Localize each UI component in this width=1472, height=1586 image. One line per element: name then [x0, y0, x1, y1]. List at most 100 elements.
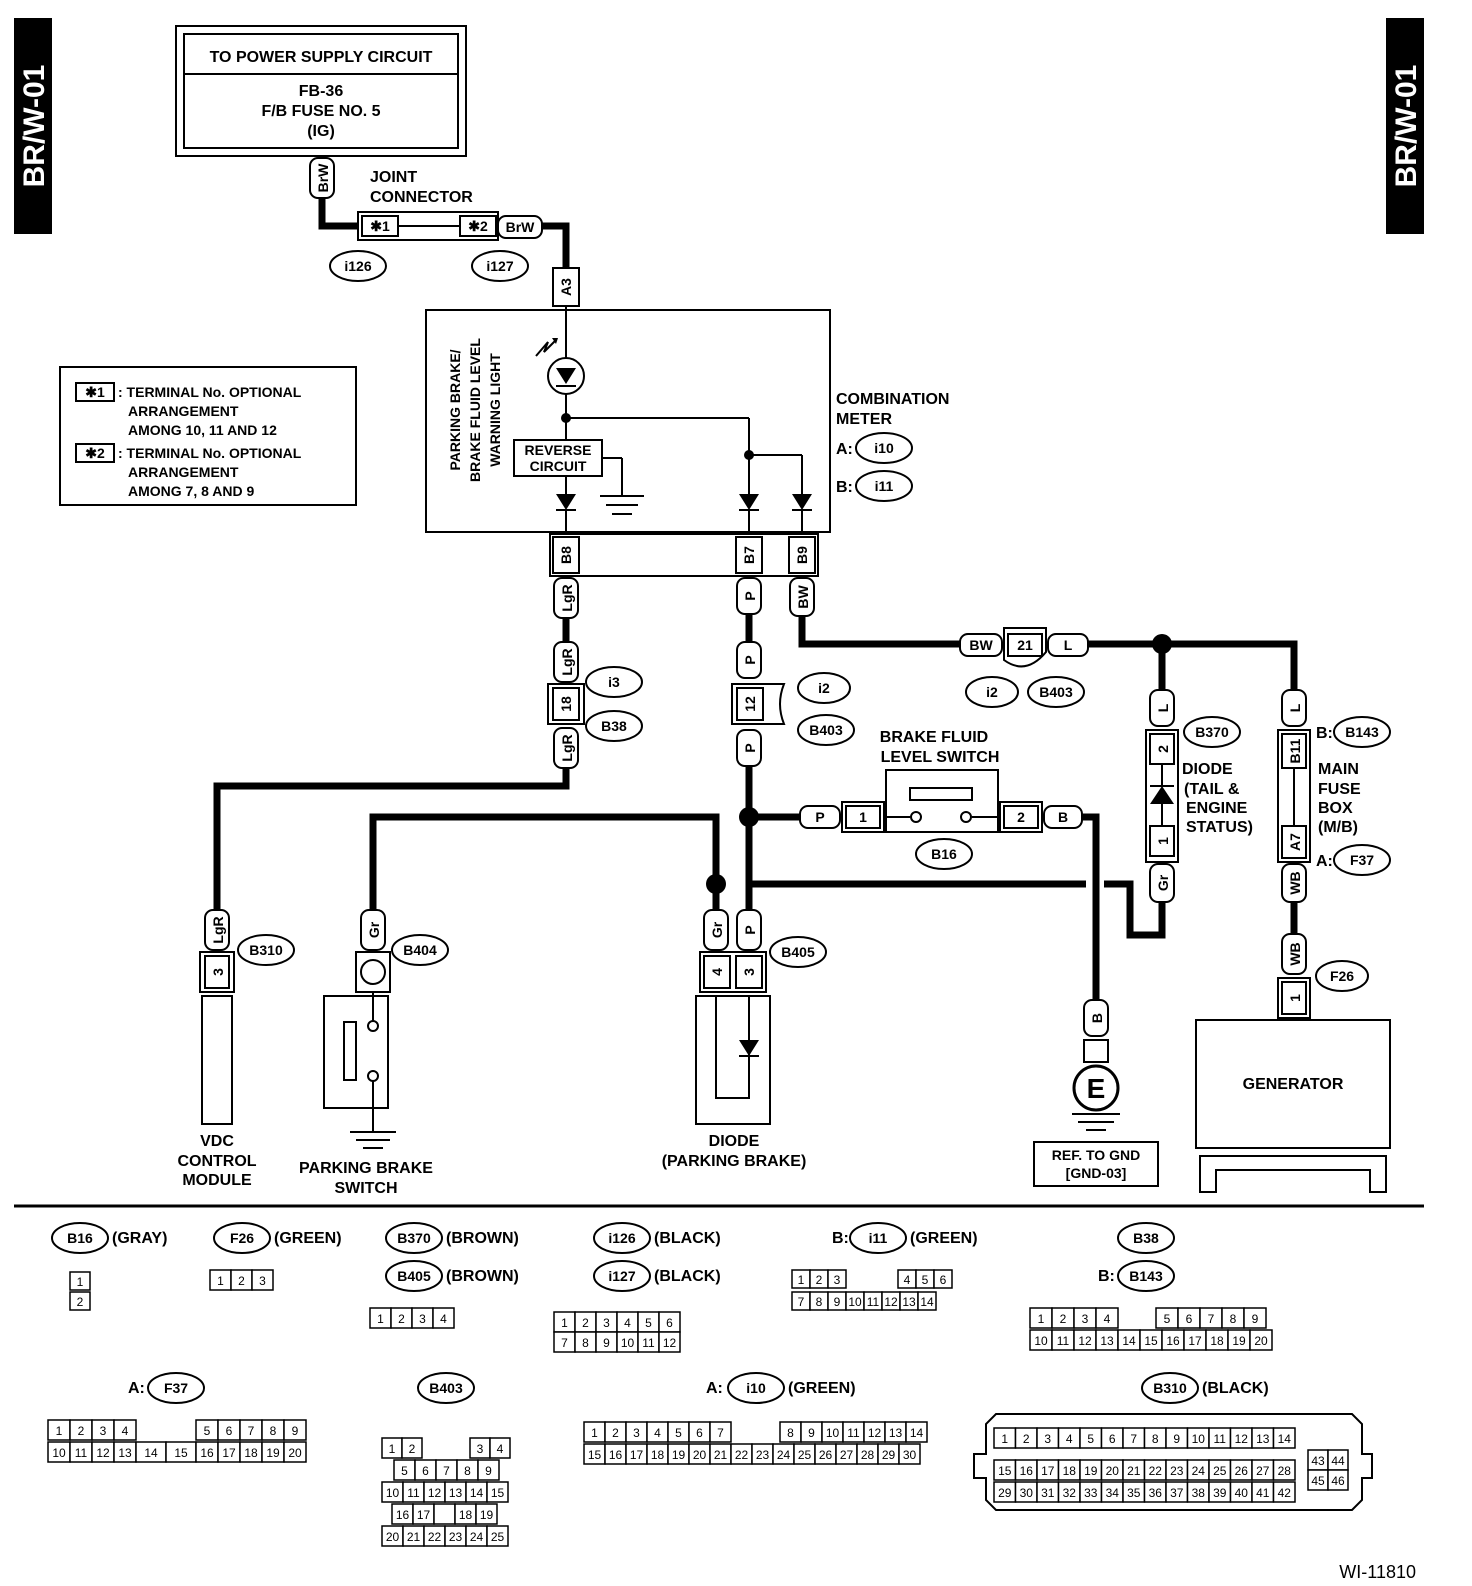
- svg-text:ARRANGEMENT: ARRANGEMENT: [128, 464, 239, 480]
- connector-pin-number: 9: [485, 1464, 492, 1478]
- svg-text:E: E: [1087, 1073, 1106, 1104]
- connector-pin-number: 1: [1001, 1432, 1008, 1446]
- main-fuse-box: L B11 A7 WB B: B143 MAIN FUSE BOX (M/B) …: [1277, 689, 1391, 903]
- svg-text:B143: B143: [1345, 724, 1379, 740]
- svg-text:i3: i3: [608, 674, 620, 690]
- svg-text:B16: B16: [67, 1230, 93, 1246]
- connector-pin-number: 5: [1164, 1312, 1171, 1326]
- connector-pin-number: 4: [904, 1273, 911, 1287]
- svg-text:(GREEN): (GREEN): [274, 1230, 342, 1247]
- connector-pin-number: 27: [840, 1448, 854, 1462]
- connector-pin-number: 1: [56, 1424, 63, 1438]
- svg-text:PARKING BRAKE: PARKING BRAKE: [299, 1160, 433, 1177]
- svg-text:CONTROL: CONTROL: [177, 1153, 256, 1170]
- svg-text:PARKING BRAKE/: PARKING BRAKE/: [447, 349, 463, 470]
- power-supply-box: TO POWER SUPPLY CIRCUIT FB-36 F/B FUSE N…: [175, 25, 467, 157]
- connector-pin-number: 4: [122, 1424, 129, 1438]
- connector-pin-number: 5: [401, 1464, 408, 1478]
- connector-pin-number: 1: [377, 1312, 384, 1326]
- connector-pin-number: 15: [1144, 1334, 1158, 1348]
- connector-pin-number: 3: [1082, 1312, 1089, 1326]
- connector-pin-cell: [401, 1437, 423, 1459]
- connector-pin-number: 13: [1256, 1432, 1270, 1446]
- generator: WB 1 F26 GENERATOR: [1195, 933, 1391, 1193]
- svg-text:P: P: [815, 809, 824, 825]
- svg-text:(BLACK): (BLACK): [654, 1268, 721, 1285]
- svg-text:BRAKE FLUID: BRAKE FLUID: [880, 729, 988, 746]
- connector-pin-cell: [1249, 1329, 1273, 1351]
- connector-pin-number: 5: [204, 1424, 211, 1438]
- connector-pin-number: 11: [407, 1486, 420, 1500]
- svg-text:(PARKING BRAKE): (PARKING BRAKE): [662, 1153, 807, 1170]
- connector-pin-cell: [283, 1441, 307, 1463]
- svg-text:SWITCH: SWITCH: [334, 1180, 397, 1197]
- svg-text:BR/W-01: BR/W-01: [18, 65, 51, 188]
- connector-pin-number: 16: [396, 1508, 410, 1522]
- connector-pin-cell: [933, 1269, 953, 1289]
- connector-pin-number: 23: [449, 1530, 463, 1544]
- connector-pin-number: 3: [419, 1312, 426, 1326]
- svg-text:AMONG 7, 8 AND 9: AMONG 7, 8 AND 9: [128, 483, 254, 499]
- svg-text:A:: A:: [706, 1380, 723, 1397]
- connector-pin-number: 10: [848, 1295, 862, 1309]
- svg-text:B11: B11: [1287, 738, 1303, 763]
- connector-pin-cell: [433, 1503, 456, 1525]
- svg-text:B9: B9: [794, 546, 810, 564]
- connector-pin-number: 13: [889, 1426, 903, 1440]
- connector-pin-number: 15: [588, 1448, 602, 1462]
- svg-text:F/B FUSE NO. 5: F/B FUSE NO. 5: [261, 103, 380, 120]
- svg-text:4: 4: [709, 968, 725, 976]
- connector-pin-number: 6: [940, 1273, 947, 1287]
- connector-pin-cell: [1327, 1469, 1349, 1491]
- connector-pin-number: 25: [491, 1530, 505, 1544]
- connector-pin-cell: [113, 1419, 137, 1441]
- svg-text:✱2: ✱2: [468, 218, 488, 234]
- connector-pin-cell: [489, 1437, 511, 1459]
- connector-pin-number: 3: [603, 1316, 610, 1330]
- svg-text:Gr: Gr: [1155, 874, 1171, 891]
- connector-pin-number: 4: [654, 1426, 661, 1440]
- connector-pin-number: 17: [222, 1446, 236, 1460]
- connector-pin-number: 4: [1104, 1312, 1111, 1326]
- wire-tags-meter: LgR P BW: [553, 577, 815, 619]
- connector-i2-b403-p: P 12 P i2 B403: [731, 641, 855, 767]
- connector-pin-number: 22: [735, 1448, 749, 1462]
- connector-pin-cell: [475, 1503, 498, 1525]
- connector-pin-number: 3: [834, 1273, 841, 1287]
- connector-pin-number: 5: [675, 1426, 682, 1440]
- svg-text:✱1: ✱1: [85, 384, 105, 400]
- connector-pin-number: 6: [422, 1464, 429, 1478]
- diode-tail-engine-status: L 2 1 Gr B370 DIODE (TAIL & ENGINE STATU…: [1145, 689, 1253, 903]
- connector-pin-number: 14: [910, 1426, 924, 1440]
- connector-pin-number: 14: [1278, 1432, 1292, 1446]
- svg-text:DIODE: DIODE: [1182, 761, 1233, 778]
- connector-pin-cell: [898, 1443, 921, 1465]
- wires: [213, 196, 1298, 1000]
- connector-pin-number: 13: [118, 1446, 132, 1460]
- connector-pin-cell: [1272, 1459, 1296, 1481]
- svg-text:✱2: ✱2: [85, 445, 105, 461]
- connector-pin-number: 2: [77, 1295, 84, 1309]
- svg-text:1: 1: [1155, 837, 1171, 845]
- svg-text:i126: i126: [344, 258, 371, 274]
- svg-text:3: 3: [210, 968, 226, 976]
- connector-pin-number: 14: [1122, 1334, 1136, 1348]
- connector-pin-number: 6: [666, 1316, 673, 1330]
- connector-pin-number: 19: [672, 1448, 686, 1462]
- connector-pin-number: 39: [1213, 1486, 1227, 1500]
- connector-pin-cell: [905, 1421, 928, 1443]
- svg-text:P: P: [742, 743, 758, 752]
- svg-text:BrW: BrW: [506, 219, 536, 235]
- connector-pin-number: 10: [386, 1486, 400, 1500]
- connector-pin-number: 12: [1235, 1432, 1249, 1446]
- connector-pin-number: 20: [693, 1448, 707, 1462]
- connector-pin-number: 2: [582, 1316, 589, 1330]
- svg-text:i10: i10: [874, 440, 894, 456]
- svg-text:FUSE: FUSE: [1318, 781, 1361, 798]
- svg-text:B: B: [1058, 809, 1068, 825]
- svg-text:i126: i126: [608, 1230, 635, 1246]
- connector-pin-number: 14: [470, 1486, 484, 1500]
- svg-text:i127: i127: [608, 1268, 635, 1284]
- connector-pin-number: 8: [1152, 1432, 1159, 1446]
